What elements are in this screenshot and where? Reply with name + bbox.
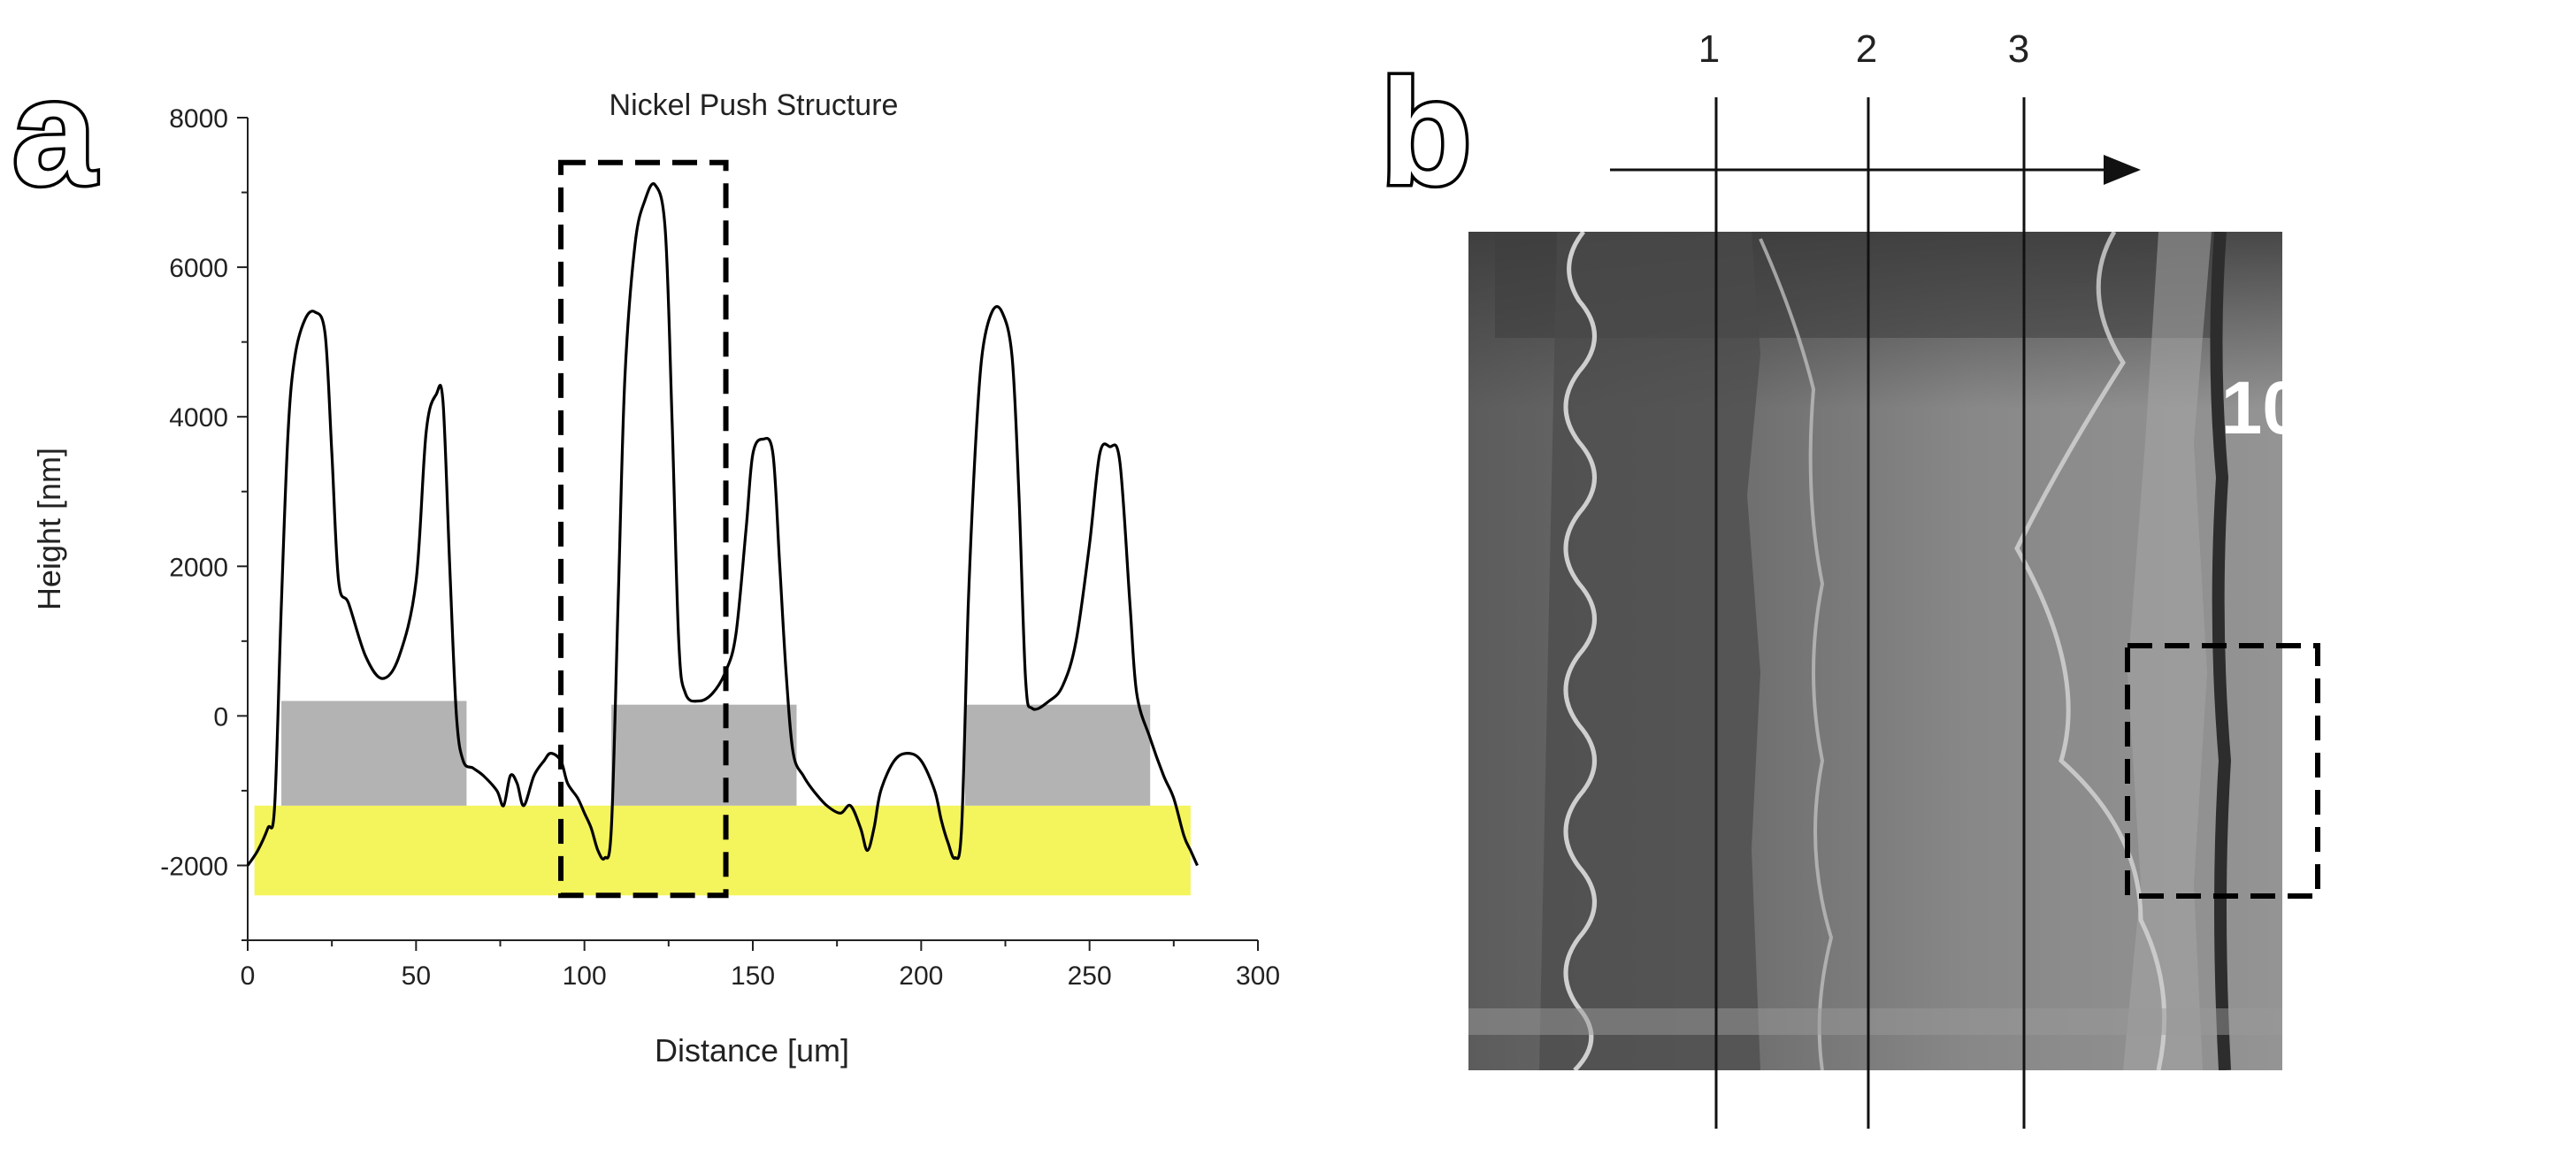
left-scalloped-edge: [1563, 232, 1597, 1070]
y-ticks: -2000 0 2000 4000 6000 8000: [160, 104, 248, 941]
y-tick-label: -2000: [160, 852, 228, 881]
x-ticks: 0 50 100 150 200 250 300: [241, 940, 1280, 991]
dark-boundary-right: [2210, 232, 2232, 1070]
panel-b: b 1 2 3 10 μm: [1377, 27, 2436, 1129]
structure-band-2: [611, 704, 797, 806]
x-tick-label: 0: [241, 961, 256, 991]
y-tick-label: 4000: [169, 403, 228, 433]
structure-band-1: [281, 701, 467, 806]
x-tick-label: 100: [563, 961, 607, 991]
sem-micrograph: [1468, 232, 2282, 1070]
line-label-1: 1: [1698, 27, 1720, 71]
panel-b-letter: b: [1380, 49, 1472, 217]
bright-ridge-right: [2014, 232, 2167, 1070]
x-tick-label: 50: [402, 961, 431, 991]
x-tick-label: 150: [731, 961, 775, 991]
x-tick-label: 250: [1068, 961, 1112, 991]
bottom-stripe: [1468, 1008, 2282, 1035]
x-tick-label: 300: [1236, 961, 1280, 991]
dashed-highlight-box: [558, 159, 729, 899]
x-tick-label: 200: [899, 961, 943, 991]
panel-a-letter: a: [12, 49, 97, 217]
arrowhead-icon: [2104, 155, 2141, 185]
micrograph-dashed-box: [2125, 643, 2320, 899]
y-tick-label: 8000: [169, 104, 228, 134]
structure-band-3: [964, 704, 1151, 806]
substrate-band: [254, 805, 1191, 896]
axes: -2000 0 2000 4000 6000 8000 0 50 100 150 200 250 30…: [160, 104, 1280, 991]
chart-title: Nickel Push Structure: [610, 88, 899, 122]
height-profile-line: [246, 182, 1199, 867]
y-tick-label: 2000: [169, 553, 228, 582]
line-label-2: 2: [1856, 27, 1877, 71]
scale-bar-label: 10 μm: [2221, 366, 2436, 449]
y-axis-label: Height [nm]: [31, 448, 67, 610]
line-label-3: 3: [2008, 27, 2029, 71]
right-wall: [2123, 232, 2212, 1070]
x-axis-label: Distance [um]: [655, 1032, 849, 1069]
highlight-bands: [254, 701, 1191, 896]
middle-ridge: [1759, 238, 1834, 1070]
panel-a: a Nickel Push Structure -200002000400060…: [10, 46, 1281, 1069]
y-tick-label: 6000: [169, 254, 228, 283]
y-tick-label: 0: [213, 702, 228, 732]
trench-region: [1539, 232, 1760, 1070]
scale-bar: [2304, 485, 2434, 504]
